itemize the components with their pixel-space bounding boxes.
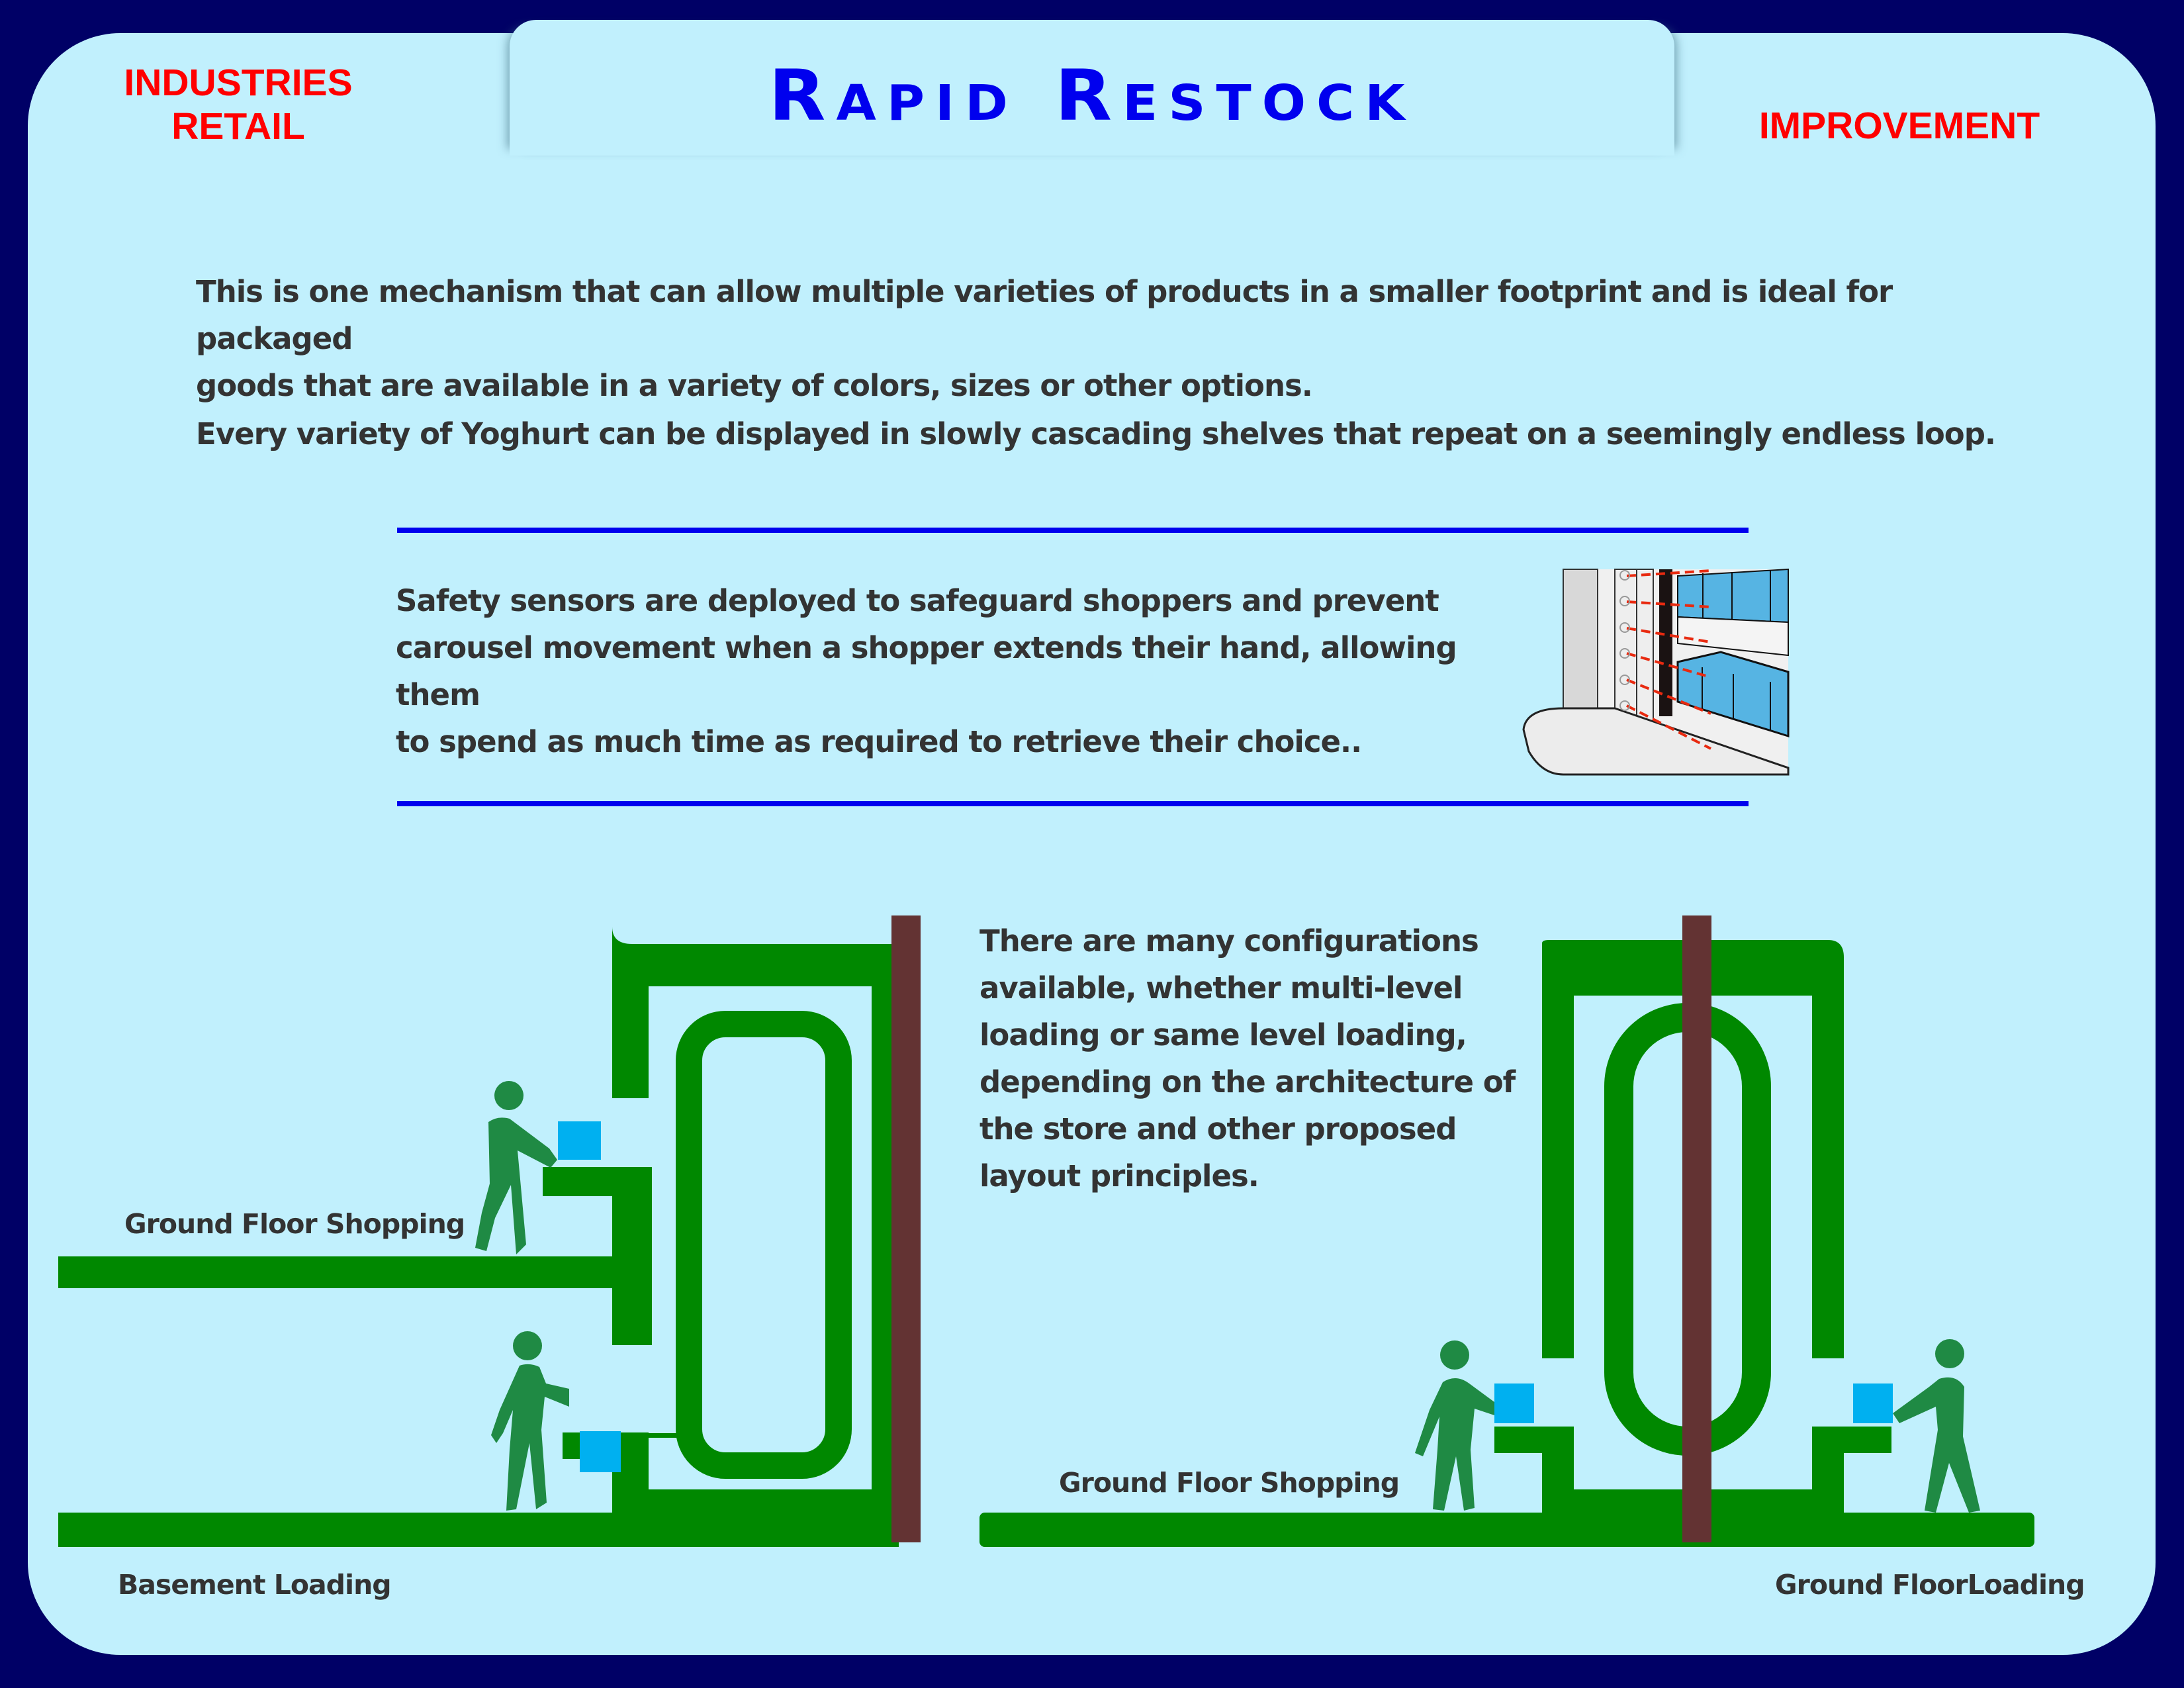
shopper-figure	[475, 1081, 557, 1254]
config-line: layout principles.	[979, 1158, 1259, 1194]
shelf-base	[1522, 707, 1790, 776]
safety-line: Safety sensors are deployed to safeguard…	[396, 583, 1439, 618]
product-box	[558, 1121, 601, 1160]
category-label: IMPROVEMENT	[1758, 105, 2040, 147]
title-tab	[510, 20, 1674, 156]
upper-shelf-bracket	[543, 1167, 652, 1345]
industry-label-line-1: INDUSTRIES	[124, 62, 353, 104]
page-title: Rapid Restock	[768, 55, 1416, 137]
divider-bottom	[397, 801, 1749, 806]
product-box	[1494, 1383, 1534, 1423]
product-row-lower	[1676, 651, 1790, 738]
diagram-same-level	[979, 915, 2034, 1547]
ground-floor	[58, 1256, 635, 1288]
post	[1563, 569, 1598, 714]
outer-frame	[1542, 940, 1844, 1358]
center-post	[1682, 915, 1711, 1542]
diagram-multi-level	[58, 915, 921, 1547]
safety-text: Safety sensors are deployed to safeguard…	[396, 577, 1521, 765]
intro-paragraph-1: This is one mechanism that can allow mul…	[196, 268, 2049, 409]
industry-label: INDUSTRIES RETAIL	[99, 61, 377, 148]
sensor-bar	[1659, 569, 1672, 716]
divider-top	[397, 528, 1749, 533]
configurations-text: There are many configurations available,…	[979, 917, 1575, 1199]
basement-floor	[58, 1513, 899, 1547]
sensor-emitters	[1619, 570, 1630, 711]
label-ground-floor-shopping-right: Ground Floor Shopping	[1059, 1467, 1400, 1499]
label-basement-loading: Basement Loading	[118, 1569, 392, 1601]
carousel-loop	[676, 1011, 852, 1479]
product-box	[580, 1431, 621, 1472]
sensor-beams	[1626, 569, 1711, 750]
label-ground-floor-loading: Ground FloorLoading	[1775, 1569, 2085, 1601]
label-ground-floor-shopping: Ground Floor Shopping	[124, 1208, 465, 1240]
config-line: There are many configurations	[979, 923, 1479, 959]
ground-floor	[979, 1513, 2034, 1547]
config-line: depending on the architecture of	[979, 1064, 1516, 1100]
wall-post	[891, 915, 921, 1542]
safety-line: carousel movement when a shopper extends…	[396, 630, 1457, 712]
intro-line: This is one mechanism that can allow mul…	[196, 274, 1893, 356]
loader-figure	[1893, 1339, 1980, 1513]
config-line: loading or same level loading,	[979, 1017, 1467, 1053]
base-frame	[1494, 1427, 1891, 1516]
config-line: available, whether multi-level	[979, 970, 1463, 1006]
loader-figure	[491, 1331, 569, 1511]
intro-paragraph-2: Every variety of Yoghurt can be displaye…	[196, 416, 1996, 451]
intro-line: goods that are available in a variety of…	[196, 368, 1313, 403]
product-box	[1853, 1383, 1893, 1423]
config-line: the store and other proposed	[979, 1111, 1457, 1147]
safety-line: to spend as much time as required to ret…	[396, 724, 1362, 759]
shopper-figure	[1415, 1340, 1494, 1511]
product-row-upper	[1677, 568, 1789, 624]
industry-label-line-2: RETAIL	[171, 105, 305, 148]
main-panel	[28, 33, 2156, 1655]
safety-sensor-illustration	[1522, 568, 1790, 776]
